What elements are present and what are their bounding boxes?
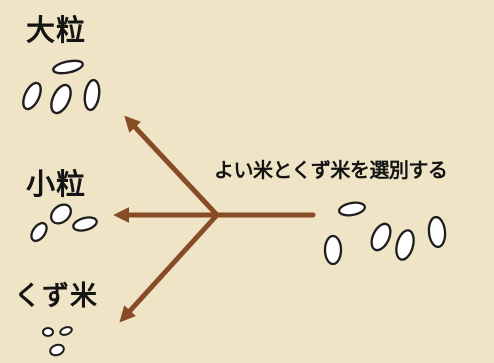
large-grain (52, 59, 84, 75)
sorting-caption: よい米とくず米を選別する (214, 158, 448, 182)
unsorted-grain (338, 201, 366, 217)
broken-grain (42, 327, 54, 337)
arrow-to-large-grain (124, 115, 220, 218)
broken-grain (49, 343, 65, 357)
large-grain-label: 大粒 (26, 13, 87, 47)
unsorted-grain (323, 234, 343, 266)
unsorted-grain (370, 222, 392, 252)
large-grain-group (22, 59, 101, 115)
broken-rice-label: くず米 (14, 281, 98, 312)
sorting-arrows (113, 115, 316, 323)
broken-rice-group (42, 326, 73, 357)
small-grain-label: 小粒 (26, 167, 87, 201)
small-grain (72, 216, 98, 232)
large-grain (22, 81, 42, 111)
unsorted-grain (427, 215, 447, 249)
arrow-to-broken-rice (119, 212, 220, 323)
small-grain (30, 221, 48, 243)
large-grain (83, 78, 101, 112)
unsorted-grain (395, 229, 415, 261)
broken-grain (59, 326, 73, 336)
small-grain-group (30, 203, 98, 243)
large-grain (50, 83, 72, 115)
unsorted-rice-group (323, 201, 447, 266)
small-grain (49, 203, 73, 225)
